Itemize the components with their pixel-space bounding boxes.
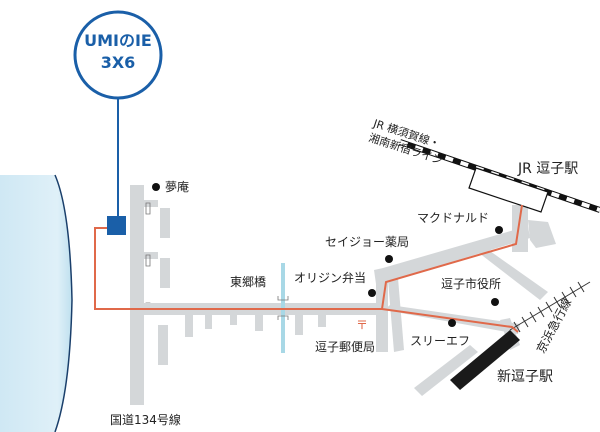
- city-office-dot: [491, 298, 499, 306]
- mcdonalds-label: マクドナルド: [417, 211, 490, 225]
- yume-an-label: 夢庵: [165, 180, 190, 194]
- road-south: [414, 345, 478, 396]
- seijo-dot: [385, 255, 393, 263]
- jr-zushi-label: JR 逗子駅: [518, 161, 579, 177]
- road-mid: [388, 278, 404, 352]
- road-stub: [205, 315, 212, 329]
- road-stub: [160, 258, 170, 288]
- road-stub: [318, 315, 326, 327]
- logo-line-1: UMIのIE: [84, 31, 152, 50]
- destination-marker: [107, 216, 126, 235]
- keihin-line-track: [509, 281, 591, 331]
- keihin-line-ties: [513, 281, 585, 333]
- coastline: [54, 174, 73, 432]
- jr-zushi-station: [468, 167, 549, 213]
- origin-dot: [368, 289, 376, 297]
- road-stub: [230, 315, 237, 325]
- higashigobashi-label: 東郷橋: [230, 275, 267, 289]
- mcdonalds-dot: [495, 226, 503, 234]
- three-f-label: スリーエフ: [410, 334, 471, 348]
- three-f-dot: [448, 319, 456, 327]
- road-station-plaza: [528, 220, 556, 248]
- sea: [0, 175, 72, 432]
- shin-zushi-label: 新逗子駅: [497, 369, 553, 385]
- road-stub: [144, 252, 158, 259]
- road-stub: [158, 325, 168, 365]
- road-east: [470, 244, 548, 300]
- road-to-jr: [374, 226, 530, 284]
- logo-circle: [73, 10, 163, 100]
- route-path: [94, 204, 523, 333]
- road-stub: [185, 315, 193, 337]
- route-134-road: [130, 185, 144, 405]
- logo-line-2: 3X6: [100, 53, 136, 72]
- road-stub: [255, 315, 263, 331]
- road-stub: [144, 200, 158, 207]
- post-office-label: 逗子郵便局: [315, 340, 376, 354]
- origin-label: オリジン弁当: [294, 271, 367, 285]
- shin-zushi-station: [450, 330, 520, 390]
- post-office-mark: 〒: [356, 318, 369, 332]
- city-office-label: 逗子市役所: [441, 277, 502, 291]
- road-stub: [160, 208, 170, 238]
- route-134-label: 国道134号線: [110, 413, 181, 427]
- yume-an-dot: [152, 183, 160, 191]
- seijo-label: セイジョー薬局: [325, 235, 410, 249]
- road-stub: [295, 315, 303, 335]
